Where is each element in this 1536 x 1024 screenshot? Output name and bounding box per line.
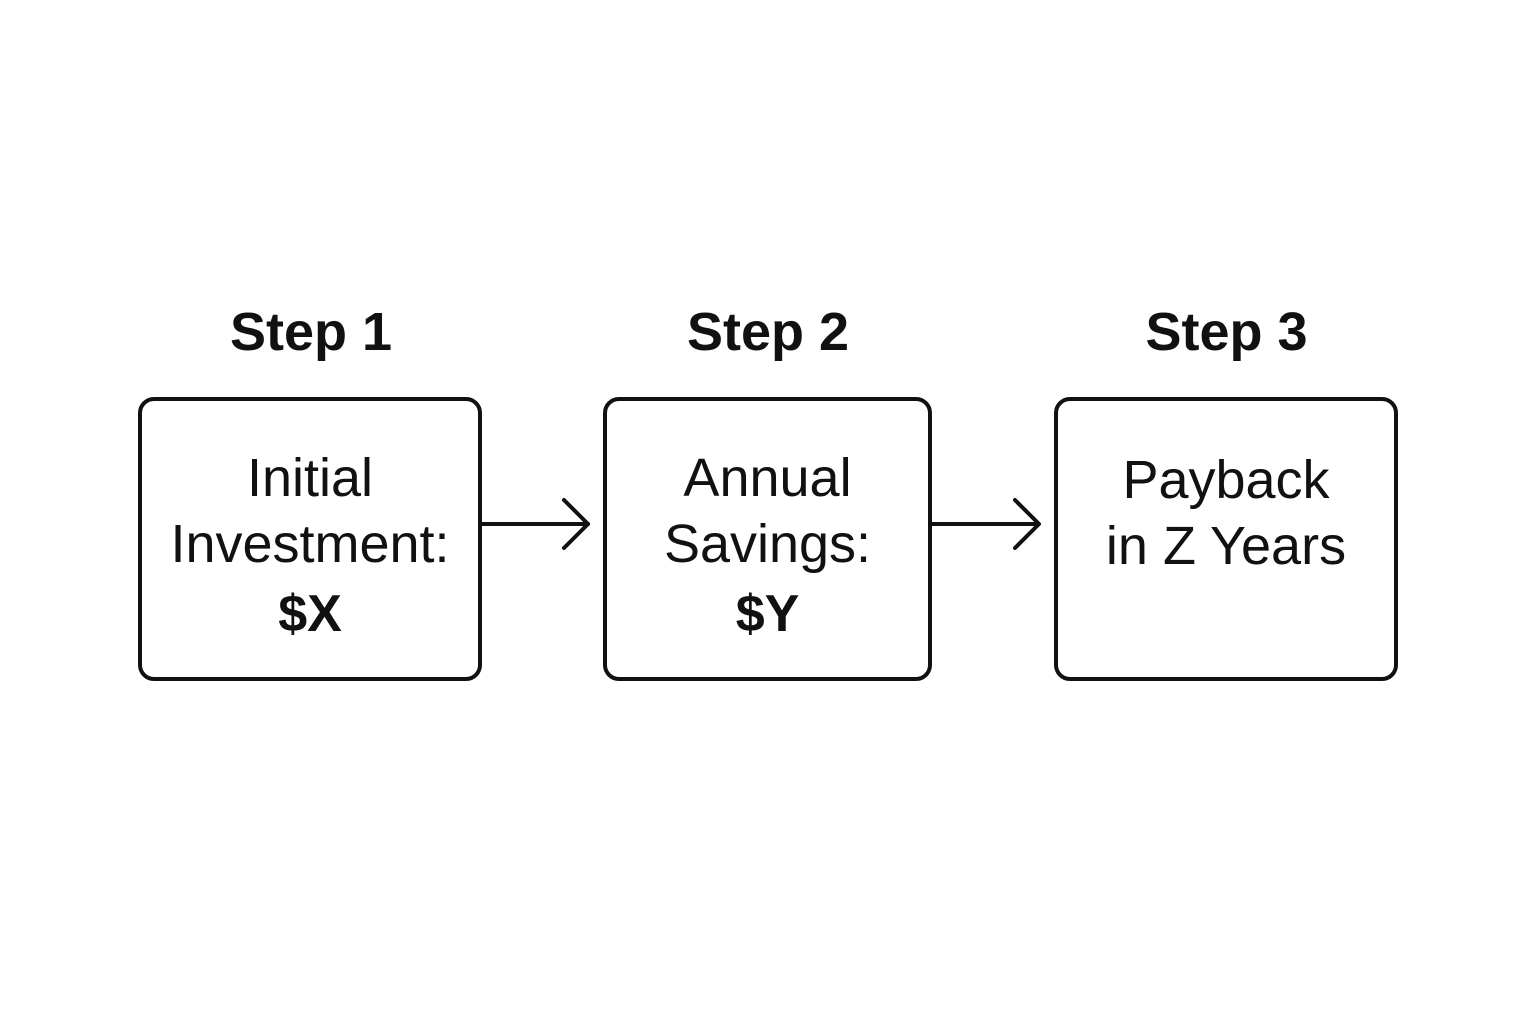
step-3-line-2: in Z Years: [1105, 516, 1347, 576]
step-1-line-1: Initial: [246, 448, 374, 508]
step-3-title: Step 3: [1145, 302, 1308, 362]
step-1-text: Initial Investment: $X: [142, 445, 478, 647]
step-1-box: Initial Investment: $X: [138, 397, 482, 681]
arrow-step-2-to-3: [930, 498, 1041, 550]
step-1-line-2: Investment:: [170, 514, 450, 574]
step-3-line-1: Payback: [1122, 450, 1330, 510]
step-2-title: Step 2: [686, 302, 850, 362]
step-1-value: $X: [278, 585, 342, 643]
arrow-step-1-to-2: [480, 498, 590, 550]
step-3-box: Payback in Z Years: [1054, 397, 1398, 681]
arrow-2-head: [1013, 498, 1041, 550]
step-2-text: Annual Savings: $Y: [607, 445, 928, 647]
arrow-1-head: [562, 498, 590, 550]
step-2-box: Annual Savings: $Y: [603, 397, 932, 681]
step-2-line-2: Savings:: [663, 514, 872, 574]
step-1-title: Step 1: [229, 302, 393, 362]
step-2-line-1: Annual: [683, 448, 852, 508]
step-2-value: $Y: [735, 585, 800, 643]
step-3-text: Payback in Z Years: [1058, 447, 1394, 579]
